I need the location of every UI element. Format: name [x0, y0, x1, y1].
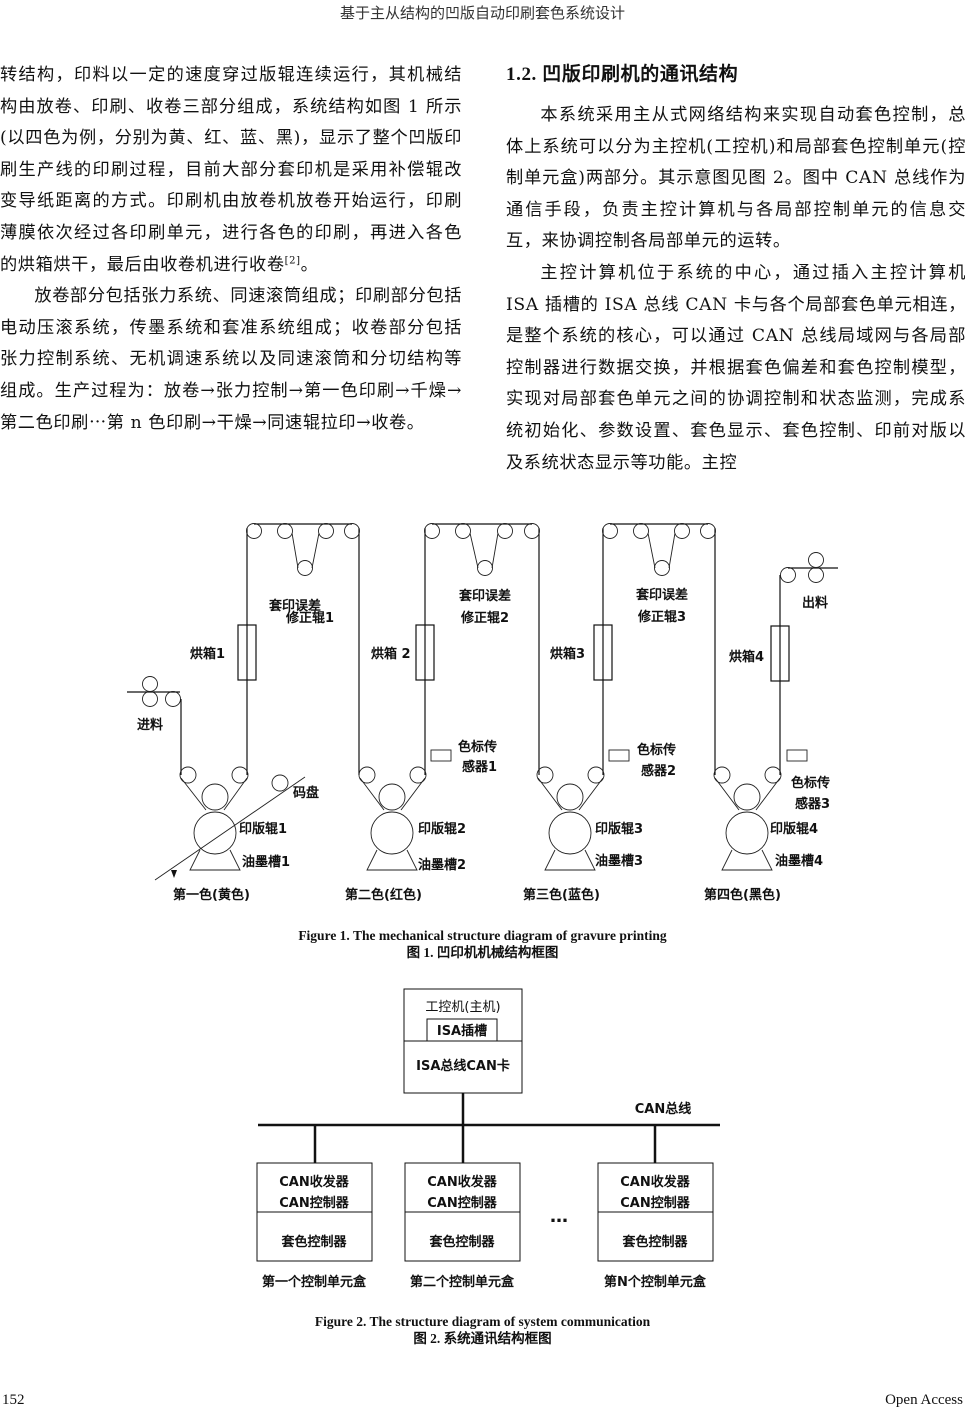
encoder-label: 码盘 [293, 785, 319, 801]
figure-1-diagram: 进料 套印误差 修正辊1 烘箱1 码盘 印版辊1 油墨槽1 第一色(黄色) [127, 523, 838, 903]
infeed-label: 进料 [137, 717, 163, 733]
svg-text:感器2: 感器2 [641, 763, 676, 779]
plate-roller-1 [193, 811, 237, 855]
ellipsis: … [550, 1206, 568, 1227]
svg-text:烘箱 2: 烘箱 2 [371, 646, 411, 662]
color-sensor-2 [608, 749, 630, 762]
svg-text:烘箱1: 烘箱1 [190, 646, 225, 662]
oven-4 [770, 625, 790, 682]
print-unit-4 [713, 552, 838, 871]
section-heading: 1.2. 凹版印刷机的通讯结构 [506, 64, 739, 85]
oven-1 [237, 624, 257, 681]
encoder-disc [271, 774, 289, 792]
svg-text:CAN控制器: CAN控制器 [427, 1195, 497, 1211]
can-bus-label: CAN总线 [635, 1101, 691, 1117]
svg-text:色标传: 色标传 [458, 739, 497, 755]
citation: [2] [284, 254, 301, 266]
left-column: 转结构，印料以一定的速度穿过版辊连续运行，其机械结构由放卷、印刷、收卷三部分组成… [0, 60, 462, 439]
svg-text:套印误差: 套印误差 [268, 598, 321, 614]
plate-roller-4 [725, 811, 769, 855]
svg-text:修正辊3: 修正辊3 [637, 609, 686, 625]
svg-text:CAN控制器: CAN控制器 [620, 1195, 690, 1211]
svg-text:印版辊4: 印版辊4 [770, 821, 818, 837]
svg-text:套色控制器: 套色控制器 [621, 1234, 688, 1250]
figure-2-caption: Figure 2. The structure diagram of syste… [314, 1314, 651, 1346]
svg-text:印版辊2: 印版辊2 [418, 821, 466, 837]
control-unit-n [597, 1162, 714, 1262]
svg-text:套印误差: 套印误差 [458, 588, 511, 604]
svg-text:套色控制器: 套色控制器 [280, 1234, 347, 1250]
svg-text:印版辊3: 印版辊3 [595, 821, 643, 837]
infeed-rollers [127, 676, 182, 775]
svg-text:第三色(蓝色): 第三色(蓝色) [523, 887, 600, 903]
svg-text:色标传: 色标传 [637, 742, 676, 758]
svg-text:烘箱3: 烘箱3 [550, 646, 585, 662]
svg-text:印版辊1: 印版辊1 [239, 821, 287, 837]
control-unit-1 [256, 1162, 373, 1262]
plate-roller-2 [370, 811, 414, 855]
paragraph: 转结构，印料以一定的速度穿过版辊连续运行，其机械结构由放卷、印刷、收卷三部分组成… [0, 65, 462, 275]
svg-text:感器1: 感器1 [462, 759, 497, 775]
figure-2-diagram: 工控机(主机) ISA插槽 ISA总线CAN卡 CAN总线 CAN收发器 CAN… [256, 988, 720, 1290]
oven-2 [415, 624, 435, 681]
svg-text:烘箱4: 烘箱4 [729, 649, 764, 665]
svg-text:油墨槽2: 油墨槽2 [418, 857, 466, 873]
svg-text:色标传: 色标传 [791, 775, 830, 791]
svg-text:工控机(主机): 工控机(主机) [425, 1000, 500, 1015]
outfeed-label: 出料 [802, 595, 828, 611]
svg-text:油墨槽1: 油墨槽1 [242, 854, 290, 870]
svg-text:油墨槽4: 油墨槽4 [775, 853, 823, 869]
print-unit-1 [154, 523, 360, 881]
svg-text:感器3: 感器3 [795, 796, 830, 812]
svg-text:油墨槽3: 油墨槽3 [595, 853, 643, 869]
page-number: 152 [2, 1392, 25, 1408]
right-column: 1.2. 凹版印刷机的通讯结构 本系统采用主从式网络结构来实现自动套色控制，总体… [506, 60, 965, 479]
svg-text:第一色(黄色): 第一色(黄色) [173, 887, 250, 903]
isa-slot-box [426, 1018, 498, 1042]
svg-text:第N个控制单元盒: 第N个控制单元盒 [604, 1274, 707, 1290]
paragraph: 主控计算机位于系统的中心，通过插入主控计算机 ISA 插槽的 ISA 总线 CA… [506, 262, 965, 473]
svg-text:第一个控制单元盒: 第一个控制单元盒 [262, 1274, 367, 1290]
svg-text:ISA插槽: ISA插槽 [437, 1023, 487, 1039]
svg-text:CAN收发器: CAN收发器 [279, 1174, 349, 1190]
svg-text:CAN控制器: CAN控制器 [279, 1195, 349, 1211]
plate-roller-3 [548, 811, 592, 855]
svg-text:第二色(红色): 第二色(红色) [345, 887, 422, 903]
svg-text:CAN收发器: CAN收发器 [427, 1174, 497, 1190]
color-sensor-1 [430, 749, 452, 762]
svg-text:第二个控制单元盒: 第二个控制单元盒 [410, 1274, 515, 1290]
control-unit-2 [404, 1162, 521, 1262]
svg-text:套色控制器: 套色控制器 [428, 1234, 495, 1250]
print-unit-2 [358, 523, 540, 871]
svg-text:修正辊2: 修正辊2 [460, 610, 509, 626]
svg-text:修正辊1: 修正辊1 [285, 610, 334, 626]
print-unit-3 [536, 523, 716, 871]
svg-text:ISA总线CAN卡: ISA总线CAN卡 [416, 1058, 510, 1074]
running-header: 基于主从结构的凹版自动印刷套色系统设计 [339, 4, 625, 22]
svg-text:第四色(黑色): 第四色(黑色) [704, 887, 781, 903]
oven-3 [593, 624, 613, 681]
publisher-label: Open Access [885, 1392, 963, 1408]
figure-1-caption: Figure 1. The mechanical structure diagr… [298, 928, 667, 960]
svg-text:套印误差: 套印误差 [635, 587, 688, 603]
paragraph: 放卷部分包括张力系统、同速滚筒组成；印刷部分包括电动压滚系统，传墨系统和套准系统… [0, 286, 462, 433]
color-sensor-3 [786, 749, 808, 762]
paragraph: 本系统采用主从式网络结构来实现自动套色控制，总体上系统可以分为主控机(工控机)和… [506, 105, 965, 252]
svg-text:CAN收发器: CAN收发器 [620, 1174, 690, 1190]
